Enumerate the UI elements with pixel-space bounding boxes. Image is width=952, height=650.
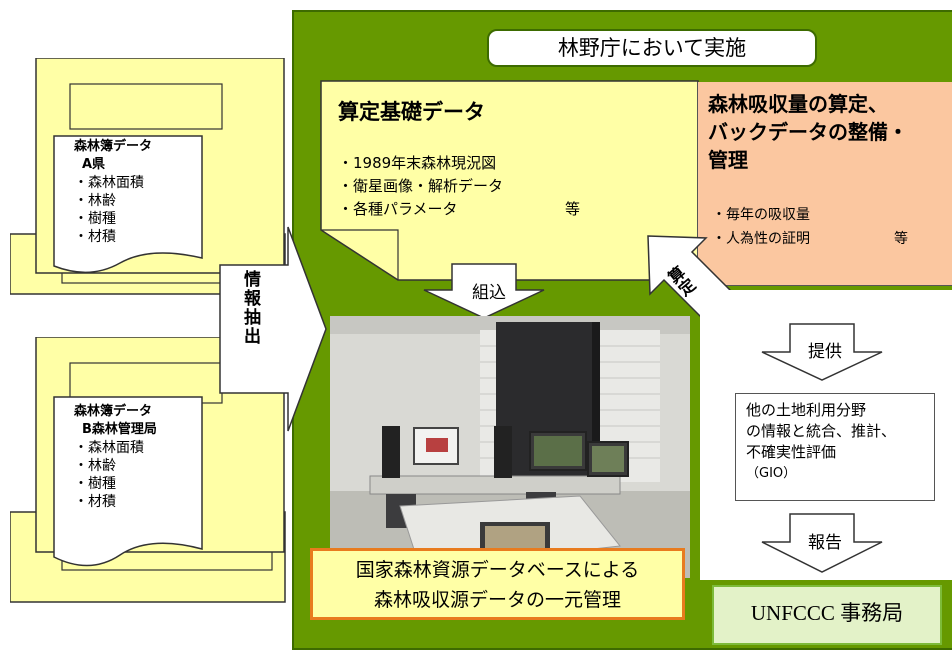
doc-b-title: 森林簿データ	[74, 404, 153, 419]
base-data-note	[320, 80, 699, 281]
extract-arrow-label: 情報抽出	[240, 270, 260, 346]
database-caption-line: 国家森林資源データベースによる	[355, 559, 640, 581]
estimation-item: ・人為性の証明	[712, 231, 810, 247]
unfccc-secretariat-box: UNFCCC 事務局	[712, 585, 942, 645]
estimation-etc: 等	[894, 231, 908, 247]
base-data-list: ・1989年末森林現況図 ・衛星画像・解析データ ・各種パラメータ	[338, 152, 503, 221]
doc-b-stack: 森林簿データ B森林管理局 ・森林面積 ・林齢 ・樹種 ・材積	[10, 337, 290, 607]
doc-b-item: ・林齢	[74, 458, 116, 474]
panel-title: 林野庁において実施	[487, 29, 817, 67]
integration-box: 他の土地利用分野 の情報と統合、推計、 不確実性評価 （GIO）	[735, 393, 935, 501]
server-room-illustration	[330, 316, 690, 578]
doc-a-papers	[10, 58, 286, 295]
provide-arrow-label: 提供	[808, 342, 842, 362]
doc-b-subtitle: B森林管理局	[82, 422, 157, 437]
integration-line: 不確実性評価	[746, 443, 837, 461]
estimation-box: 森林吸収量の算定、 バックデータの整備・ 管理 ・毎年の吸収量 ・人為性の証明 …	[697, 82, 952, 286]
report-arrow-label: 報告	[808, 533, 842, 553]
estimation-title-line: 管理	[708, 148, 748, 172]
incorporate-arrow-label: 組込	[472, 283, 506, 303]
estimation-title-line: バックデータの整備・	[708, 120, 908, 144]
database-caption-line: 森林吸収源データの一元管理	[373, 589, 621, 611]
estimation-title-line: 森林吸収量の算定、	[708, 92, 888, 116]
doc-b-item: ・樹種	[74, 476, 116, 492]
base-data-item: ・衛星画像・解析データ	[338, 177, 504, 195]
doc-a-stack: 森林簿データ A県 ・森林面積 ・林齢 ・樹種 ・材積	[10, 58, 290, 298]
integration-line: （GIO）	[746, 466, 797, 481]
integration-line: の情報と統合、推計、	[746, 422, 897, 440]
doc-a-subtitle: A県	[82, 157, 106, 172]
provide-arrow	[761, 323, 883, 381]
integration-line: 他の土地利用分野	[746, 401, 867, 419]
doc-a-item: ・森林面積	[74, 175, 144, 191]
base-data-item: ・1989年末森林現況図	[338, 154, 497, 172]
doc-b-item: ・森林面積	[74, 440, 144, 456]
extract-arrow	[219, 226, 327, 432]
base-data-title: 算定基礎データ	[338, 100, 485, 124]
estimation-title: 森林吸収量の算定、 バックデータの整備・ 管理	[708, 90, 908, 174]
doc-b-content: 森林簿データ B森林管理局 ・森林面積 ・林齢 ・樹種 ・材積	[74, 403, 157, 511]
base-data-etc: 等	[565, 200, 581, 218]
doc-a-content: 森林簿データ A県 ・森林面積 ・林齢 ・樹種 ・材積	[74, 138, 152, 246]
database-caption: 国家森林資源データベースによる 森林吸収源データの一元管理	[310, 548, 685, 620]
estimation-item: ・毎年の吸収量	[712, 207, 810, 223]
report-arrow	[761, 513, 883, 573]
doc-a-item: ・林齢	[74, 193, 116, 209]
doc-b-item: ・材積	[74, 494, 116, 510]
incorporate-arrow	[423, 263, 545, 319]
doc-b-papers	[10, 337, 286, 603]
doc-a-item: ・樹種	[74, 211, 116, 227]
doc-a-item: ・材積	[74, 229, 116, 245]
server-room-photo	[330, 316, 690, 578]
base-data-item: ・各種パラメータ	[338, 200, 458, 218]
doc-a-title: 森林簿データ	[74, 139, 153, 154]
